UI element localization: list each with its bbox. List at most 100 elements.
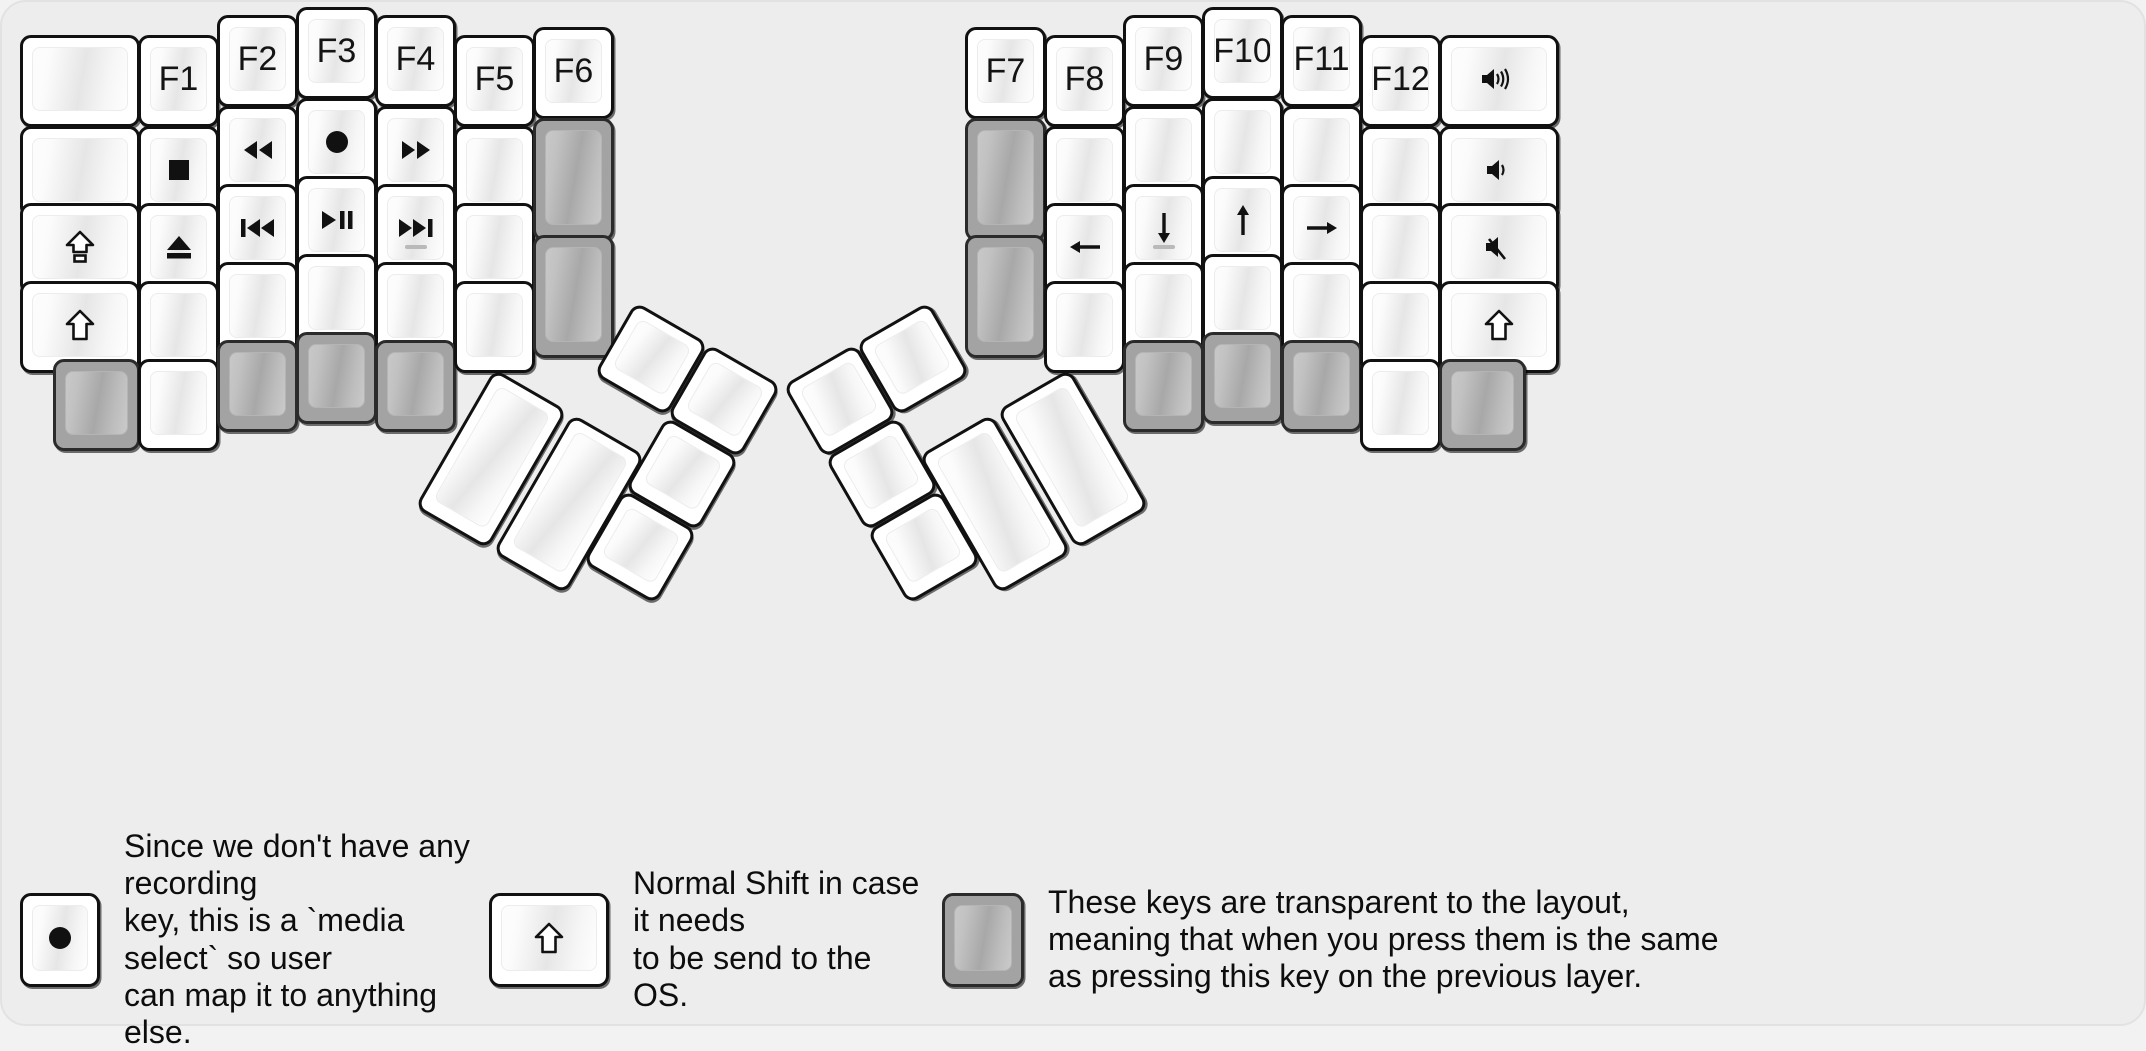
key-right-c0-r0[interactable]: F7	[965, 27, 1046, 119]
key-left-c4-r0[interactable]: F4	[375, 15, 456, 107]
key-left-c0-r2[interactable]	[20, 203, 140, 295]
note-text: These keys are transparent to the layout…	[1048, 883, 1719, 995]
key-left-c0-r4[interactable]	[53, 359, 140, 451]
key-label: F2	[237, 40, 278, 78]
keycap-face	[977, 130, 1034, 225]
media-record-icon	[46, 924, 74, 952]
keycap-face	[32, 138, 128, 202]
key-left-c3-r0[interactable]: F3	[296, 7, 377, 99]
keycap-face	[1214, 266, 1271, 330]
key-left-c4-r3[interactable]	[375, 262, 456, 354]
keycap-face	[883, 506, 963, 585]
key-left-c2-r4[interactable]	[217, 340, 298, 432]
note-text: Normal Shift in case it needs to be send…	[633, 865, 920, 1013]
key-right-c1-r0[interactable]: F8	[1044, 35, 1125, 127]
keycap-face	[65, 371, 128, 435]
key-right-c3-r1[interactable]	[1202, 98, 1283, 190]
keycap-face	[229, 352, 286, 416]
arrow-down-icon	[1152, 210, 1176, 246]
key-right-c0-r2[interactable]	[965, 235, 1046, 358]
keycap-face	[308, 266, 365, 330]
key-left-c1-r0[interactable]: F1	[138, 35, 219, 127]
homing-bar-icon	[404, 245, 427, 249]
key-left-c0-r0[interactable]	[20, 35, 140, 127]
key-left-c0-r1[interactable]	[20, 126, 140, 218]
keycap-face	[1451, 371, 1514, 435]
key-right-c5-r2[interactable]	[1360, 203, 1441, 295]
note-normal-shift: Normal Shift in case it needs to be send…	[489, 865, 929, 1013]
key-left-c6-r2[interactable]	[533, 235, 614, 358]
key-right-c3-r0[interactable]: F10	[1202, 7, 1283, 99]
key-label: F3	[316, 32, 357, 70]
key-right-c6-r4[interactable]	[1439, 359, 1526, 451]
keycap-face: F3	[308, 19, 365, 83]
key-left-c6-r1[interactable]	[533, 118, 614, 241]
key-left-c4-r1[interactable]	[375, 106, 456, 198]
keycap-face	[308, 110, 365, 174]
keycap-face	[872, 318, 952, 397]
keycap-face: F4	[387, 27, 444, 91]
keycap-face	[150, 215, 207, 279]
key-right-c5-r1[interactable]	[1360, 126, 1441, 218]
key-left-c3-r2[interactable]	[296, 176, 377, 268]
key-left-c2-r0[interactable]: F2	[217, 15, 298, 107]
key-right-c3-r2[interactable]	[1202, 176, 1283, 268]
keycap-face: F5	[466, 47, 523, 111]
key-right-c6-r3[interactable]	[1439, 281, 1559, 373]
arrow-up-icon	[1231, 202, 1255, 238]
keycap-face	[977, 247, 1034, 342]
key-left-c5-r3[interactable]	[454, 281, 535, 373]
homing-bar-icon	[1152, 245, 1175, 249]
key-right-c4-r4[interactable]	[1281, 340, 1362, 432]
media-play-pause-icon	[319, 209, 355, 231]
key-right-c1-r2[interactable]	[1044, 203, 1125, 295]
key-label: F9	[1143, 40, 1184, 78]
key-left-c2-r3[interactable]	[217, 262, 298, 354]
key-right-c2-r2[interactable]	[1123, 184, 1204, 276]
key-left-c2-r2[interactable]	[217, 184, 298, 276]
media-rewind-icon	[241, 139, 275, 161]
key-right-c4-r2[interactable]	[1281, 184, 1362, 276]
keycap-face	[387, 274, 444, 338]
key-left-c4-r4[interactable]	[375, 340, 456, 432]
keycap-face	[1135, 118, 1192, 182]
note-key-record	[20, 892, 100, 987]
keycap-face: F9	[1135, 27, 1192, 91]
key-right-c2-r0[interactable]: F9	[1123, 15, 1204, 107]
key-right-c0-r1[interactable]	[965, 118, 1046, 241]
note-key-shift	[489, 892, 609, 987]
shift-icon	[1484, 309, 1514, 341]
key-left-c0-r3[interactable]	[20, 281, 140, 373]
key-right-c6-r2[interactable]	[1439, 203, 1559, 295]
note-text: Since we don't have any recording key, t…	[124, 828, 470, 1050]
key-right-c4-r0[interactable]: F11	[1281, 15, 1362, 107]
key-right-c2-r4[interactable]	[1123, 340, 1204, 432]
arrow-right-icon	[1304, 216, 1340, 240]
key-right-c6-r0[interactable]	[1439, 35, 1559, 127]
key-left-c5-r0[interactable]: F5	[454, 35, 535, 127]
keycap-face	[387, 196, 444, 260]
key-right-c4-r1[interactable]	[1281, 106, 1362, 198]
key-label: F1	[158, 60, 199, 98]
key-right-c5-r0[interactable]: F12	[1360, 35, 1441, 127]
key-left-c3-r3[interactable]	[296, 254, 377, 346]
keycap-face	[1214, 344, 1271, 408]
key-left-c6-r0[interactable]: F6	[533, 27, 614, 119]
keycap-face	[1293, 274, 1350, 338]
key-right-c3-r4[interactable]	[1202, 332, 1283, 424]
note-media-select: Since we don't have any recording key, t…	[20, 828, 490, 1050]
key-right-c2-r3[interactable]	[1123, 262, 1204, 354]
keycap-face: F8	[1056, 47, 1113, 111]
keycap-face	[545, 247, 602, 342]
keycap-face: F10	[1214, 19, 1271, 83]
key-right-c1-r1[interactable]	[1044, 126, 1125, 218]
key-left-c3-r4[interactable]	[296, 332, 377, 424]
key-right-c5-r4[interactable]	[1360, 359, 1441, 451]
key-left-c2-r1[interactable]	[217, 106, 298, 198]
key-left-c1-r4[interactable]	[138, 359, 219, 451]
keycap-face	[32, 215, 128, 279]
key-left-c1-r2[interactable]	[138, 203, 219, 295]
key-right-c5-r3[interactable]	[1360, 281, 1441, 373]
key-label: F8	[1064, 60, 1105, 98]
keycap-face	[1451, 293, 1547, 357]
